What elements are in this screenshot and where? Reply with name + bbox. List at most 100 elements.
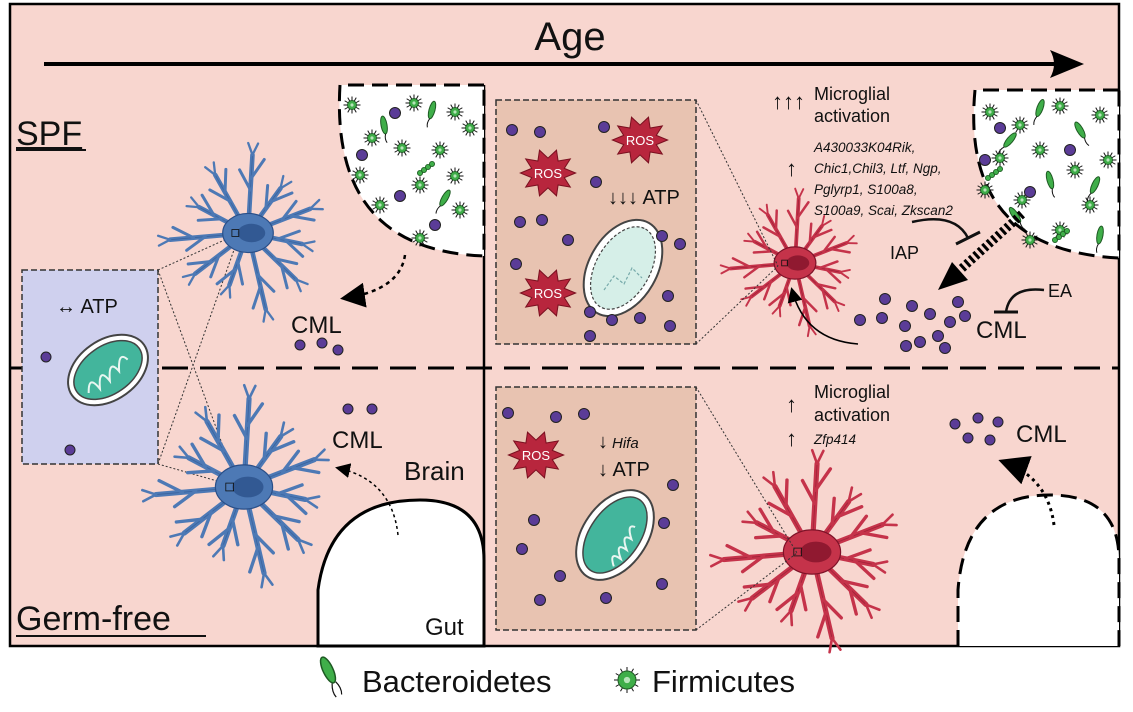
ros-label: ROS (522, 448, 551, 463)
cml-dot (665, 321, 676, 332)
spf-label: SPF (16, 115, 82, 153)
cml-dot (535, 127, 546, 138)
cml-dot (555, 571, 566, 582)
cml-dot (591, 177, 602, 188)
cml-dot (585, 331, 596, 342)
gene-arrow-gf: ↑ (786, 426, 797, 451)
cml-dot (395, 191, 406, 202)
gene-gf: Zfp414 (813, 432, 856, 447)
cml-dot (295, 340, 305, 350)
bacteroidetes-icon (318, 655, 345, 697)
cml-spf-old-label: CML (976, 317, 1027, 344)
cml-dot (953, 297, 964, 308)
cml-dot (960, 311, 971, 322)
gf-old-atp-label: ↓ ATP (598, 459, 650, 481)
cml-dot (915, 337, 926, 348)
gut-label: Gut (425, 614, 464, 641)
gene-line-1: A430033K04Rik, (813, 140, 915, 155)
cml-dot (529, 515, 540, 526)
ros-label: ROS (626, 133, 655, 148)
cml-dot (390, 108, 401, 119)
cml-dot (601, 593, 612, 604)
legend: Bacteroidetes Firmicutes (318, 655, 795, 699)
cml-dot (877, 313, 888, 324)
cml-dot (675, 239, 686, 250)
cml-dot (855, 315, 866, 326)
cml-dot (503, 408, 514, 419)
hifa-arrow: ↓ (598, 431, 608, 453)
cml-dot (1065, 145, 1076, 156)
cml-dot (41, 352, 51, 362)
hifa-label: Hifa (612, 435, 639, 452)
germ-free-label: Germ-free (16, 600, 171, 638)
cml-dot (663, 291, 674, 302)
cml-dot (945, 317, 956, 328)
cml-dot (579, 409, 590, 420)
cml-dot (1025, 187, 1036, 198)
cml-dot (668, 480, 679, 491)
firmicutes-bacterium (614, 667, 640, 693)
iap-label: IAP (890, 243, 919, 263)
cml-dot (515, 217, 526, 228)
cml-dot (963, 433, 973, 443)
activation-line2-gf: activation (814, 405, 890, 425)
cml-dot (657, 579, 668, 590)
cml-dot (995, 123, 1006, 134)
cml-dot (317, 338, 327, 348)
cml-dot (907, 301, 918, 312)
cml-dot (507, 125, 518, 136)
cml-dot (65, 445, 75, 455)
cml-dot (599, 122, 610, 133)
cml-dot (950, 419, 960, 429)
activation-line1-spf: Microglial (814, 84, 890, 104)
cml-dot (900, 321, 911, 332)
ros-label: ROS (534, 286, 563, 301)
cml-dot (993, 417, 1003, 427)
cml-dot (607, 315, 618, 326)
gene-line-3: Pglyrp1, S100a8, (814, 182, 918, 197)
cml-dot (980, 155, 991, 166)
cml-dot (517, 544, 528, 555)
cml-dot (537, 215, 548, 226)
cml-dot (535, 595, 546, 606)
age-title: Age (534, 15, 605, 59)
cml-dot (973, 413, 983, 423)
cml-gf-old-label: CML (1016, 421, 1067, 448)
cml-dot (657, 231, 668, 242)
cml-dot (933, 331, 944, 342)
ea-label: EA (1048, 281, 1072, 301)
gene-arrow-spf: ↑ (786, 156, 797, 181)
cml-dot (511, 259, 522, 270)
activation-line1-gf: Microglial (814, 382, 890, 402)
firmicutes-icon (614, 667, 640, 693)
cml-dot (585, 307, 596, 318)
cml-dot (880, 294, 891, 305)
young-atp-label: ↔ ATP (56, 296, 118, 318)
gene-line-4: S100a9, Scai, Zkscan2 (814, 203, 953, 218)
cml-dot (563, 235, 574, 246)
legend-bacteroidetes: Bacteroidetes (362, 664, 552, 699)
cml-dot (343, 404, 353, 414)
activation-line2-spf: activation (814, 106, 890, 126)
cml-dot (367, 404, 377, 414)
cml-dot (635, 313, 646, 324)
activation-arrows-spf: ↑↑↑ (772, 89, 805, 114)
spf-old-atp-label: ↓↓↓ ATP (608, 187, 680, 209)
cml-dot (940, 343, 951, 354)
cml-spf-young-label: CML (291, 312, 342, 339)
cml-dot (333, 345, 343, 355)
cml-dot (901, 341, 912, 352)
gene-line-2: Chic1,Chil3, Ltf, Ngp, (814, 161, 942, 176)
cml-gf-young-label: CML (332, 427, 383, 454)
cml-dot (985, 435, 995, 445)
brain-label: Brain (404, 456, 465, 486)
cml-dot (659, 518, 670, 529)
cml-dot (551, 412, 562, 423)
cml-dot (430, 220, 441, 231)
ros-label: ROS (534, 166, 563, 181)
legend-firmicutes: Firmicutes (652, 664, 795, 699)
activation-arrow-gf: ↑ (786, 392, 797, 417)
cml-dot (925, 309, 936, 320)
